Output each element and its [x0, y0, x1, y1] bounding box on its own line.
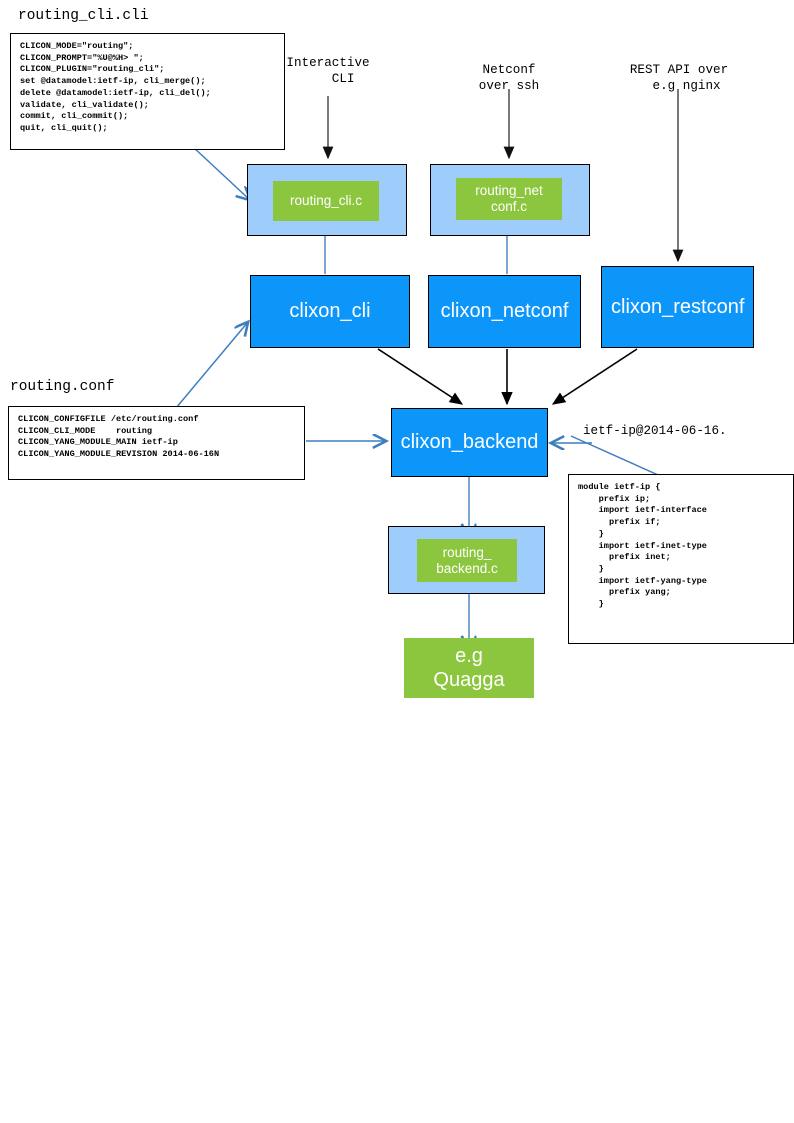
- plugin-routing-cli-c[interactable]: routing_cli.c: [273, 181, 379, 221]
- process-clixon-netconf[interactable]: clixon_netconf: [428, 275, 581, 348]
- process-clixon-restconf[interactable]: clixon_restconf: [601, 266, 754, 348]
- external-routing-daemon-quagga[interactable]: e.g Quagga: [404, 638, 534, 698]
- plugin-routing-netconf-c[interactable]: routing_net conf.c: [456, 178, 562, 220]
- yang-file-label: ietf-ip@2014-06-16.: [583, 424, 727, 438]
- cli-spec-file-label: routing_cli.cli: [18, 8, 149, 24]
- arrow-config-to-clixon-cli: [175, 322, 248, 409]
- plugin-container-cli[interactable]: routing_cli.c: [247, 164, 407, 236]
- cli-spec-code-box: CLICON_MODE="routing"; CLICON_PROMPT="%U…: [10, 33, 285, 150]
- annotation-netconf-over-ssh: Netconf over ssh: [478, 63, 540, 93]
- annotation-rest-api: REST API over e.g nginx: [629, 63, 729, 93]
- arrow-clixon-restconf-to-backend: [551, 348, 638, 405]
- process-clixon-backend[interactable]: clixon_backend: [391, 408, 548, 477]
- process-clixon-cli[interactable]: clixon_cli: [250, 275, 410, 348]
- arrow-clixon-cli-to-backend: [377, 348, 464, 405]
- config-code-box: CLICON_CONFIGFILE /etc/routing.conf CLIC…: [8, 406, 305, 480]
- plugin-container-backend[interactable]: routing_ backend.c: [388, 526, 545, 594]
- yang-code-box: module ietf-ip { prefix ip; import ietf-…: [568, 474, 794, 644]
- config-file-label: routing.conf: [10, 379, 115, 395]
- plugin-routing-backend-c[interactable]: routing_ backend.c: [417, 539, 517, 582]
- annotation-interactive-cli: Interactive CLI: [286, 56, 370, 86]
- plugin-container-netconf[interactable]: routing_net conf.c: [430, 164, 590, 236]
